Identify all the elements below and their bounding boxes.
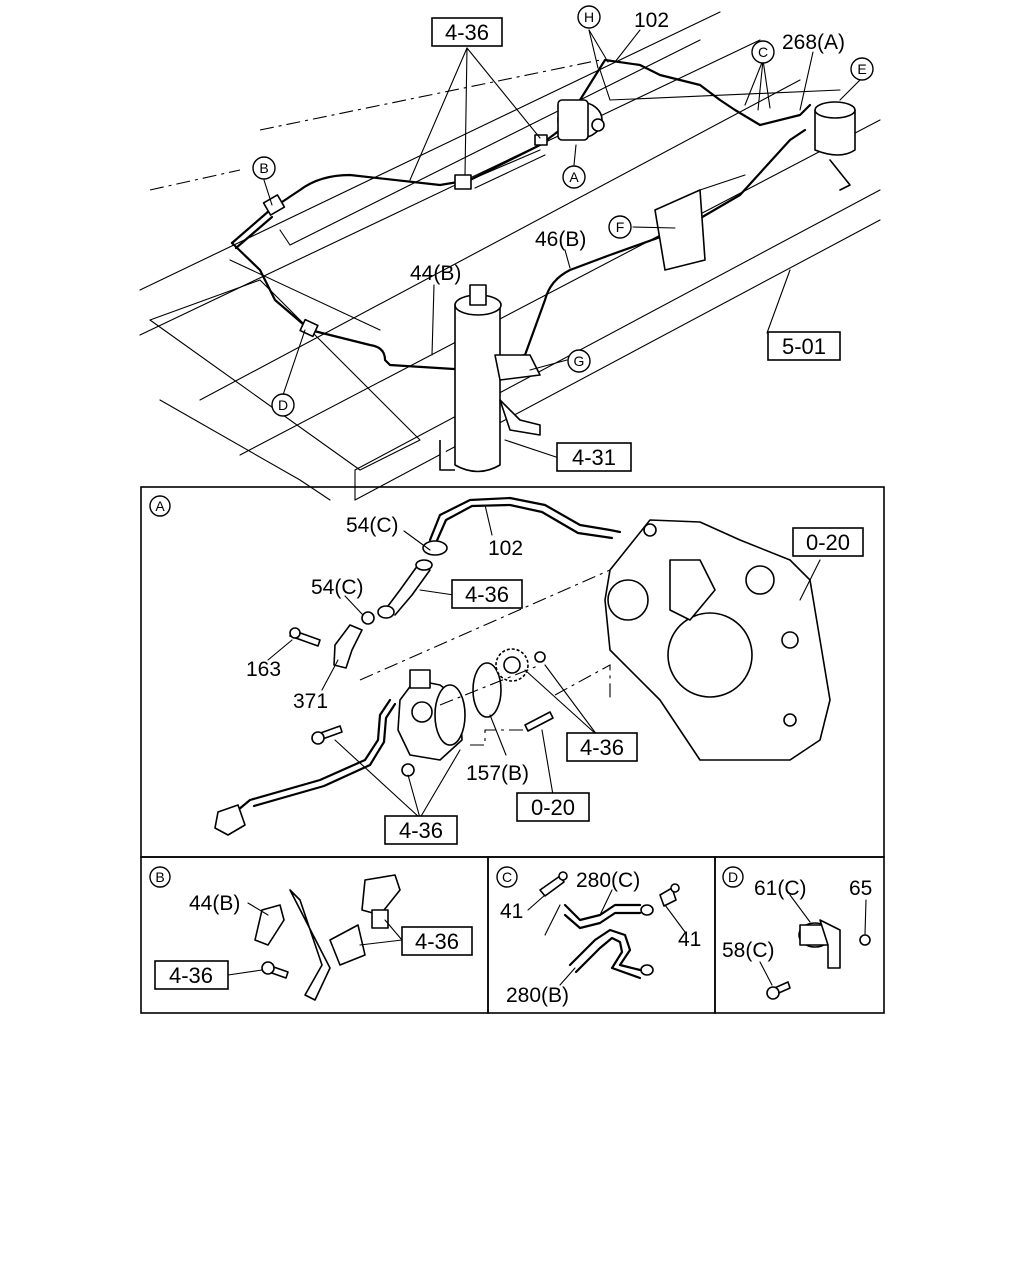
oil-reservoir (814, 101, 856, 191)
chassis-frame (139, 11, 881, 501)
part-label-41-left: 41 (500, 900, 523, 923)
part-label-280c: 280(C) (576, 869, 640, 892)
detail-d-leaders (759, 894, 867, 986)
part-label-61c: 61(C) (754, 877, 807, 900)
ref-box-0-20-stud (516, 792, 590, 822)
part-label-54c-upper: 54(C) (346, 514, 399, 537)
part-label-102-detail: 102 (488, 537, 523, 560)
ref-box-4-36-hose (451, 579, 523, 609)
hose-clamps (361, 540, 448, 625)
part-label-280b: 280(B) (506, 984, 569, 1007)
callout-b: B (259, 160, 268, 176)
detail-b-tag-circle (149, 866, 171, 888)
ref-label-0-20-stud: 0-20 (531, 795, 575, 820)
detail-b-panel: B 44(B) 4-36 4-36 (140, 856, 489, 1014)
callout-e: E (857, 61, 866, 77)
ref-box-5-01 (767, 331, 841, 361)
ref-box-4-36-bolts (384, 815, 458, 845)
detail-d-panel: D 61(C) 65 58(C) (714, 856, 885, 1014)
ref-box-4-36-fitting-b (401, 926, 473, 956)
vacuum-pump (397, 669, 466, 761)
detail-c-tag: C (502, 869, 512, 885)
part-label-41-right: 41 (678, 928, 701, 951)
callout-c: C (758, 44, 768, 60)
callout-c-circle (751, 40, 775, 64)
callout-g: G (574, 353, 585, 369)
detail-c-parts (539, 871, 680, 980)
ref-box-4-31 (556, 442, 632, 472)
ref-box-4-36-bolt-b (154, 960, 229, 990)
detail-d-tag: D (728, 869, 738, 885)
callout-d-circle (271, 393, 295, 417)
part-label-163: 163 (246, 658, 281, 681)
callout-b-circle (252, 156, 276, 180)
detail-c-panel: C 280(C) 41 41 280(B) (487, 856, 716, 1014)
callout-h: H (584, 9, 594, 25)
part-label-157b: 157(B) (466, 762, 529, 785)
part-label-371: 371 (293, 690, 328, 713)
clamp-4-36 (454, 134, 548, 190)
detail-a-tag-circle (149, 495, 171, 517)
callout-f: F (616, 219, 625, 235)
flywheel-housing (604, 519, 831, 761)
overview-labels: 4-36 H 102 C 268(A) E B A F 46(B) 44(B) … (252, 5, 874, 472)
part-label-44b-detail: 44(B) (189, 892, 240, 915)
ref-label-5-01: 5-01 (782, 334, 826, 359)
callout-a: A (569, 169, 579, 185)
detail-c-tag-circle (496, 866, 518, 888)
drive-gear (495, 648, 546, 682)
bracket-f (654, 174, 746, 271)
callout-f-circle (608, 215, 632, 239)
part-label-44b: 44(B) (410, 262, 461, 285)
detail-a-panel: A (140, 486, 885, 858)
pump-bolts (311, 725, 415, 777)
part-label-46b: 46(B) (535, 228, 586, 251)
overview-leaders (263, 29, 861, 458)
ref-label-4-36-bolts: 4-36 (399, 818, 443, 843)
o-ring (472, 662, 502, 718)
part-label-58c: 58(C) (722, 939, 775, 962)
detail-d-tag-circle (722, 866, 744, 888)
ref-box-0-20-housing (792, 527, 864, 557)
detail-a-leaders (267, 504, 821, 819)
detail-b-parts (254, 874, 401, 1001)
ref-label-4-31: 4-31 (572, 445, 616, 470)
overview-illustration: 4-36 H 102 C 268(A) E B A F 46(B) 44(B) … (139, 5, 881, 501)
vacuum-pipe (214, 698, 397, 836)
ref-label-4-36-hose: 4-36 (465, 582, 509, 607)
ref-box-4-36 (431, 17, 503, 47)
ref-box-4-36-gear (566, 732, 638, 762)
callout-a-circle (562, 165, 586, 189)
callout-h-circle (577, 5, 601, 29)
ref-label-4-36: 4-36 (445, 20, 489, 45)
detail-c-leaders (527, 889, 686, 986)
power-steering-unit (439, 284, 541, 473)
detail-d-frame (714, 856, 885, 1014)
callout-g-circle (567, 349, 591, 373)
ref-label-4-36-bolt-b: 4-36 (169, 963, 213, 988)
ref-label-4-36-gear: 4-36 (580, 735, 624, 760)
part-label-65: 65 (849, 877, 872, 900)
detail-b-tag: B (155, 869, 164, 885)
callout-d: D (278, 397, 288, 413)
ref-label-0-20-housing: 0-20 (806, 530, 850, 555)
detail-a-labels: 54(C) 102 54(C) 163 371 157(B) 0-20 4-36… (246, 514, 864, 845)
part-label-102: 102 (634, 9, 669, 32)
alignment-lines (359, 569, 611, 746)
callout-e-circle (850, 57, 874, 81)
part-label-268a: 268(A) (782, 31, 845, 54)
stud (524, 711, 554, 732)
detail-d-parts (766, 919, 871, 1000)
detail-a-tag: A (155, 498, 165, 514)
elbow-fitting (289, 624, 363, 669)
detail-b-leaders (227, 902, 403, 976)
piping-route (230, 58, 812, 372)
hose-102 (428, 496, 622, 547)
part-label-54c-lower: 54(C) (311, 576, 364, 599)
ref-label-4-36-fitting-b: 4-36 (415, 929, 459, 954)
steering-pump (557, 99, 605, 141)
